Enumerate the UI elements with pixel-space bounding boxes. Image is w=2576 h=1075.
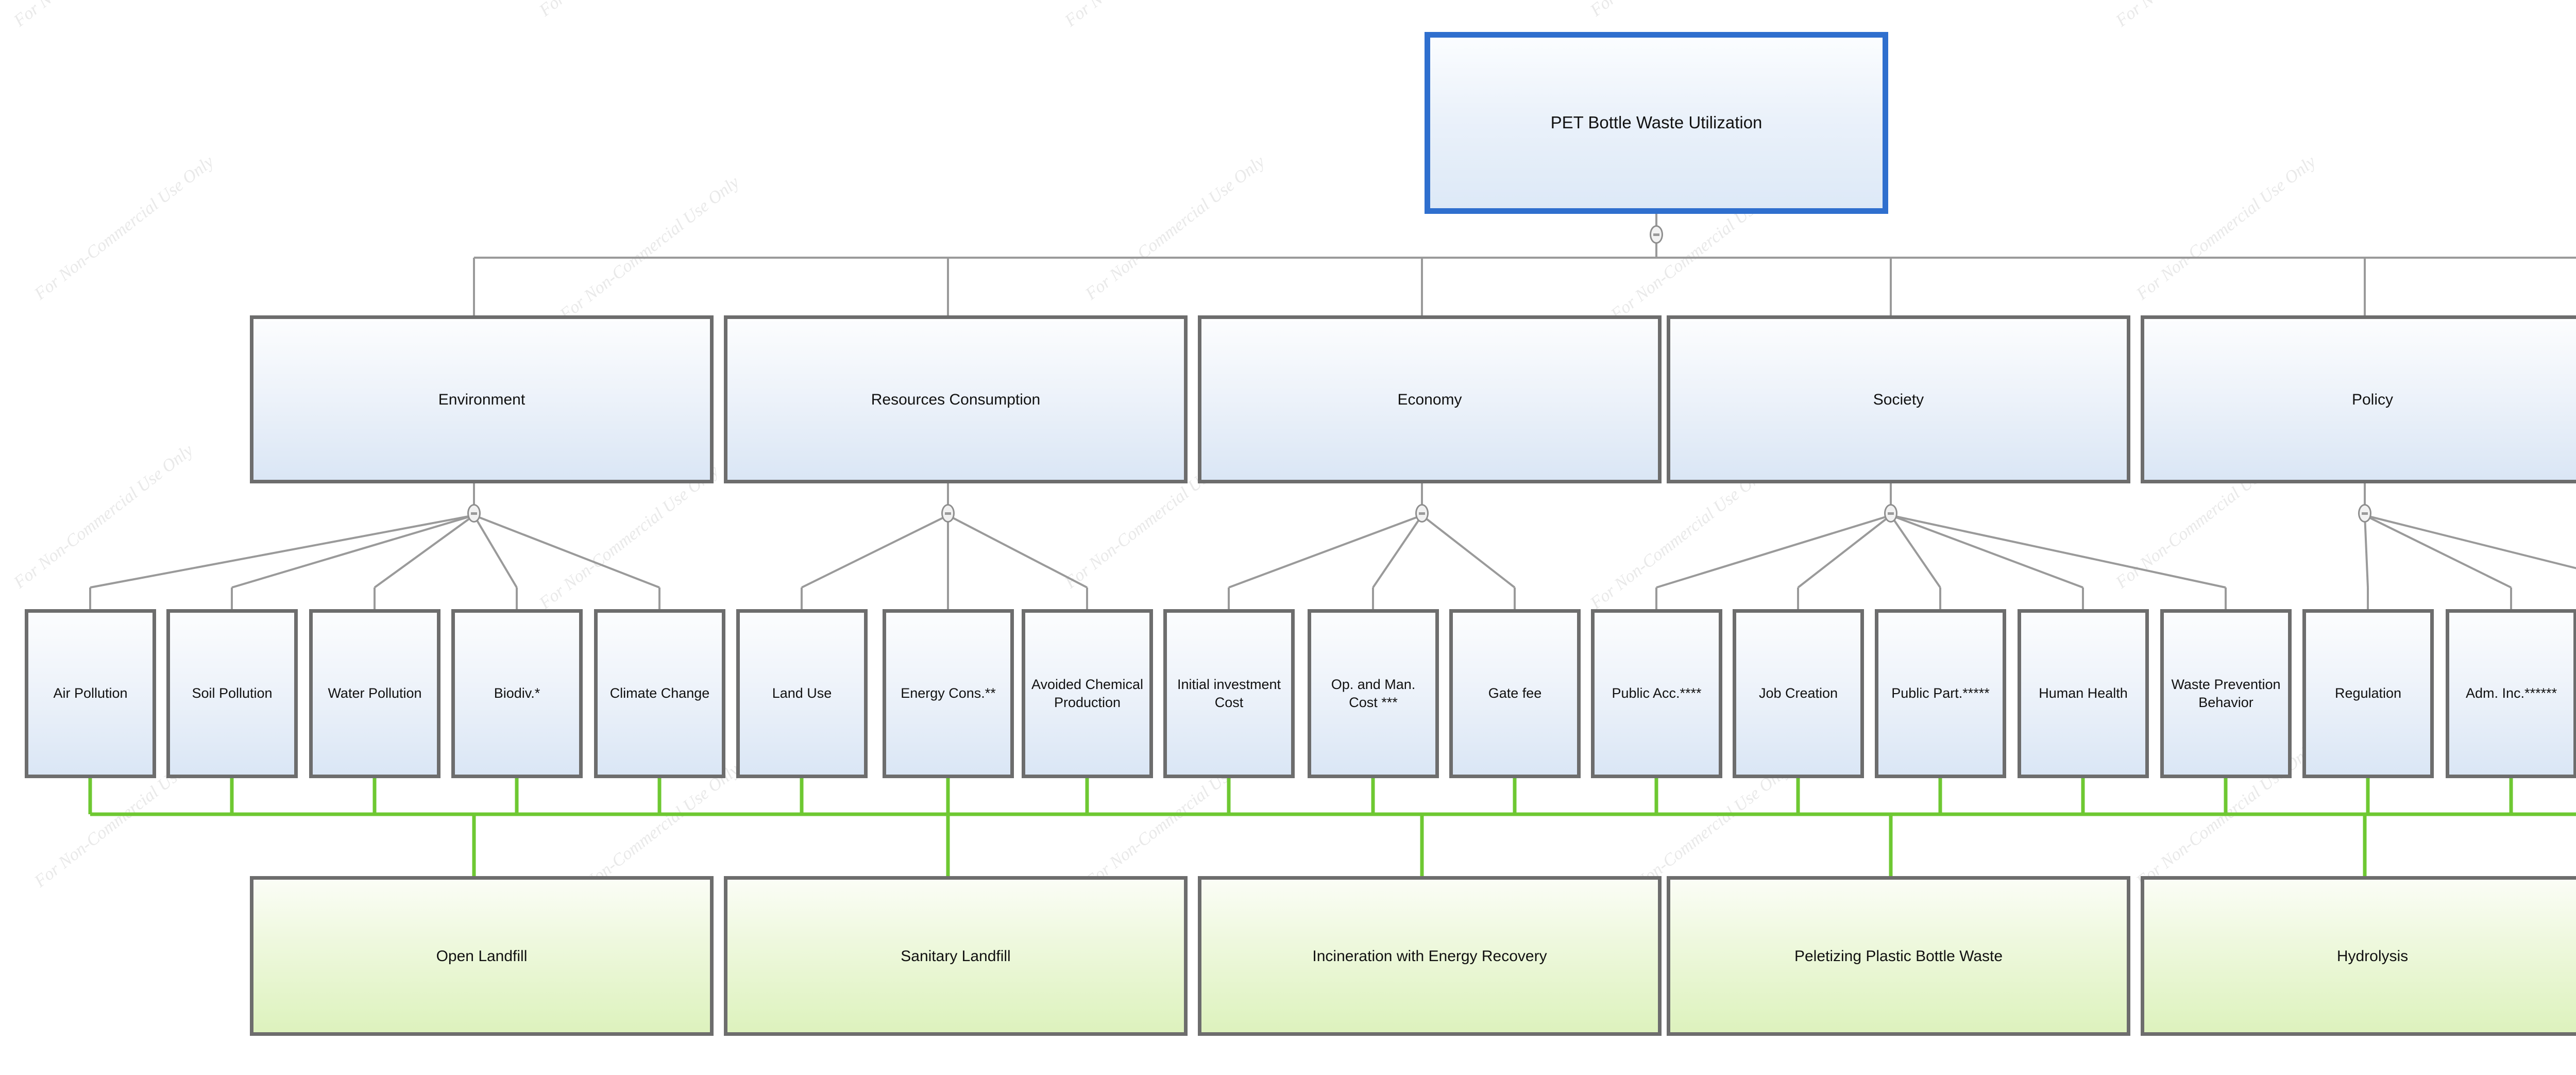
minus-icon (1888, 512, 1894, 515)
collapse-goal-toggle[interactable] (1650, 225, 1663, 244)
dimension-label: Economy (1397, 391, 1462, 408)
criterion-node-gate-fee[interactable]: Gate fee (1449, 609, 1581, 778)
criterion-node-public-participation[interactable]: Public Part.***** (1875, 609, 2006, 778)
dimension-node-policy[interactable]: Policy (2141, 315, 2576, 483)
minus-icon (1419, 512, 1425, 515)
criterion-label: Gate fee (1488, 685, 1542, 701)
alternative-node-peletizing-plastic-bottle-waste[interactable]: Peletizing Plastic Bottle Waste (1667, 876, 2130, 1036)
collapse-economy-toggle[interactable] (1415, 504, 1429, 523)
dimension-node-economy[interactable]: Economy (1198, 315, 1662, 483)
criterion-node-operation-maintenance-cost[interactable]: Op. and Man. Cost *** (1308, 609, 1439, 778)
criterion-label: Initial investment Cost (1177, 676, 1281, 710)
criterion-label: Air Pollution (53, 685, 128, 701)
watermark-text: For Non-Commercial Use Only (10, 441, 197, 593)
watermark-text: For Non-Commercial Use Only (1587, 0, 1773, 21)
criterion-node-human-health[interactable]: Human Health (2018, 609, 2149, 778)
criterion-label: Regulation (2334, 685, 2402, 701)
dimension-node-society[interactable]: Society (1667, 315, 2130, 483)
dimension-label: Resources Consumption (871, 391, 1041, 408)
criterion-label: Biodiv.* (494, 685, 540, 701)
criterion-label: Soil Pollution (192, 685, 273, 701)
criterion-label: Land Use (772, 685, 832, 701)
criterion-label: Human Health (2039, 685, 2128, 701)
criterion-label: Water Pollution (328, 685, 422, 701)
criterion-label: Job Creation (1758, 685, 1838, 701)
criterion-label: Energy Cons.** (901, 685, 996, 701)
minus-icon (2362, 512, 2368, 515)
watermark-text: For Non-Commercial Use Only (2112, 0, 2299, 31)
alternative-node-hydrolysis[interactable]: Hydrolysis (2141, 876, 2576, 1036)
collapse-society-toggle[interactable] (1884, 504, 1897, 523)
criterion-node-job-creation[interactable]: Job Creation (1733, 609, 1864, 778)
collapse-resources-consumption-toggle[interactable] (941, 504, 955, 523)
watermark-text: For Non-Commercial Use Only (1587, 461, 1773, 613)
watermark-text: For Non-Commercial Use Only (1082, 152, 1268, 304)
criterion-label: Avoided Chemical Production (1031, 676, 1144, 710)
criterion-node-climate-change[interactable]: Climate Change (594, 609, 725, 778)
watermark-text: For Non-Commercial Use Only (556, 173, 743, 325)
watermark-text: For Non-Commercial Use Only (536, 461, 722, 613)
criterion-node-administrative-incentive[interactable]: Adm. Inc.****** (2446, 609, 2576, 778)
watermark-text: For Non-Commercial Use Only (1061, 0, 1248, 31)
minus-icon (471, 512, 477, 515)
criterion-node-soil-pollution[interactable]: Soil Pollution (166, 609, 298, 778)
criterion-label: Public Acc.**** (1612, 685, 1702, 701)
criterion-node-biodiversity[interactable]: Biodiv.* (451, 609, 583, 778)
criterion-label: Waste Prevention Behavior (2171, 676, 2281, 710)
alternative-label: Sanitary Landfill (901, 947, 1011, 965)
alternative-label: Open Landfill (436, 947, 528, 965)
criterion-node-air-pollution[interactable]: Air Pollution (25, 609, 156, 778)
goal-label: PET Bottle Waste Utilization (1550, 113, 1762, 132)
criterion-label: Adm. Inc.****** (2465, 685, 2557, 701)
criterion-node-avoided-chemical-production[interactable]: Avoided Chemical Production (1022, 609, 1153, 778)
criterion-node-energy-consumption[interactable]: Energy Cons.** (883, 609, 1014, 778)
criterion-node-water-pollution[interactable]: Water Pollution (309, 609, 440, 778)
minus-icon (945, 512, 951, 515)
alternative-node-open-landfill[interactable]: Open Landfill (250, 876, 714, 1036)
watermark-text: For Non-Commercial Use Only (31, 152, 217, 304)
alternative-label: Hydrolysis (2336, 947, 2409, 965)
dimension-label: Policy (2351, 391, 2394, 408)
criterion-node-waste-prevention-behavior[interactable]: Waste Prevention Behavior (2160, 609, 2292, 778)
watermark-text: For Non-Commercial Use Only (10, 0, 197, 31)
collapse-environment-toggle[interactable] (467, 504, 481, 523)
alternative-node-incineration-with-energy-recovery[interactable]: Incineration with Energy Recovery (1198, 876, 1662, 1036)
criterion-node-public-acceptance[interactable]: Public Acc.**** (1591, 609, 1722, 778)
criterion-node-initial-investment-cost[interactable]: Initial investment Cost (1163, 609, 1295, 778)
criterion-label: Climate Change (609, 685, 710, 701)
dimension-node-environment[interactable]: Environment (250, 315, 714, 483)
collapse-policy-toggle[interactable] (2358, 504, 2371, 523)
dimension-label: Environment (438, 391, 526, 408)
criterion-label: Op. and Man. Cost *** (1331, 676, 1416, 710)
goal-node[interactable]: PET Bottle Waste Utilization (1425, 32, 1888, 214)
alternative-node-sanitary-landfill[interactable]: Sanitary Landfill (724, 876, 1188, 1036)
watermark-text: For Non-Commercial Use Only (2133, 152, 2319, 304)
criterion-label: Public Part.***** (1891, 685, 1990, 701)
criterion-node-land-use[interactable]: Land Use (736, 609, 868, 778)
criterion-node-regulation[interactable]: Regulation (2302, 609, 2434, 778)
minus-icon (1653, 233, 1659, 236)
alternative-label: Incineration with Energy Recovery (1312, 947, 1547, 965)
watermark-text: For Non-Commercial Use Only (536, 0, 722, 21)
alternative-label: Peletizing Plastic Bottle Waste (1794, 947, 2003, 965)
dimension-node-resources-consumption[interactable]: Resources Consumption (724, 315, 1188, 483)
dimension-label: Society (1873, 391, 1924, 408)
